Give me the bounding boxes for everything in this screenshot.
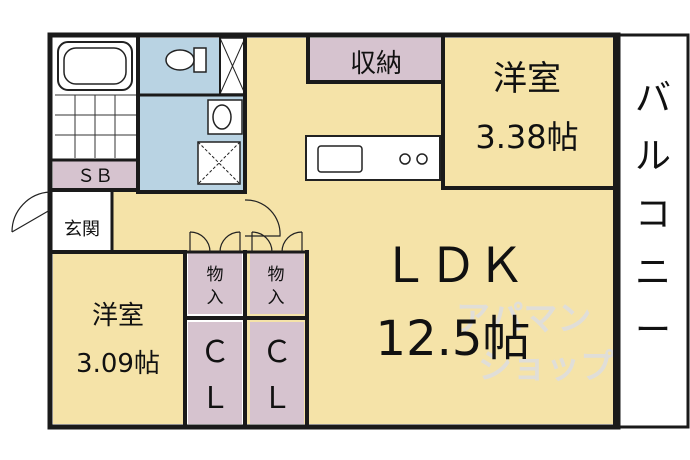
- balcony-label: バルコニー: [635, 78, 671, 351]
- cl-2-floor: [250, 322, 304, 424]
- closet-2-label-bottom: 入: [268, 288, 285, 308]
- shoe-box-floor: [53, 160, 137, 188]
- ldk-label: ＬＤＫ: [381, 238, 525, 294]
- closet-1-label-bottom: 入: [207, 288, 224, 308]
- western-room-1-floor: [443, 38, 613, 186]
- washbasin-icon: [207, 99, 243, 135]
- bathtub-icon: [57, 41, 133, 91]
- bathroom-tiles: [55, 94, 137, 158]
- storage-top-floor: [309, 38, 443, 80]
- storage-top-label: 収納: [350, 49, 402, 79]
- western-room-1-label: 洋室: [493, 59, 561, 99]
- kitchen-sink-icon: [317, 145, 363, 173]
- stove-icon: [399, 153, 428, 165]
- cl-1-label-bottom: Ｌ: [200, 381, 230, 416]
- closet-2-floor: [250, 252, 304, 314]
- closet-2-label-top: 物: [268, 265, 285, 285]
- western-room-1-size: 3.38帖: [475, 118, 578, 156]
- cl-1-label-top: Ｃ: [200, 335, 230, 370]
- cl-2-label-top: Ｃ: [262, 335, 292, 370]
- western-room-2-floor: [53, 252, 183, 424]
- watermark-line1: アパマン: [456, 299, 591, 339]
- cl-2-label-bottom: Ｌ: [262, 381, 292, 416]
- western-room-2-label: 洋室: [92, 301, 144, 331]
- door-swings: [11, 187, 600, 253]
- toilet-icon: [165, 47, 207, 73]
- entrance-label: 玄関: [64, 219, 100, 240]
- entrance-floor: [53, 210, 111, 252]
- closet-1-floor: [188, 252, 242, 314]
- closet-1-label-top: 物: [207, 265, 224, 285]
- washing-machine-pan-icon: [197, 141, 241, 185]
- watermark: アパマン ショップ: [456, 299, 614, 387]
- ldk-size: 12.5帖: [376, 311, 531, 367]
- cl-1-floor: [188, 322, 242, 424]
- shoe-box-label: ＳＢ: [77, 166, 113, 187]
- hall-floor: [112, 190, 252, 252]
- western-room-2-size: 3.09帖: [76, 349, 160, 379]
- kitchen-counter: [305, 135, 441, 181]
- balcony-floor: [617, 38, 687, 424]
- watermark-line2: ショップ: [478, 347, 614, 387]
